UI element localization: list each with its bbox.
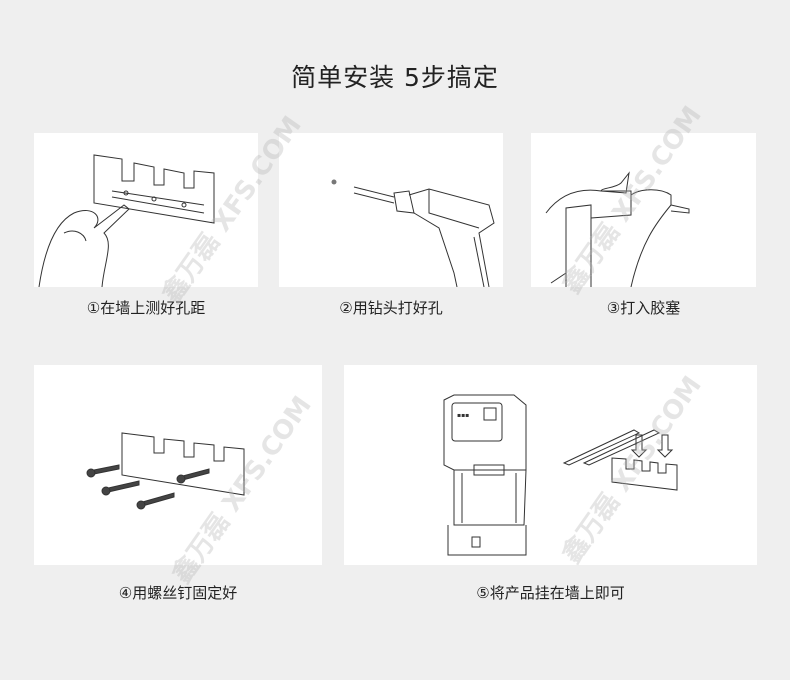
step-1-caption: ①在墙上测好孔距: [86, 299, 206, 317]
hang-product-icon: ▪▪▪: [443, 394, 678, 556]
insert-plug-icon: [545, 171, 690, 287]
step-2-image: [279, 133, 503, 287]
step-5-caption: ⑤将产品挂在墙上即可: [476, 584, 625, 602]
step-4-caption: ④用螺丝钉固定好: [118, 584, 238, 602]
step-4-image: [34, 365, 322, 565]
page-title: 简单安装 5步搞定: [291, 63, 499, 92]
screw-bracket-icon: [86, 432, 245, 510]
svg-text:▪▪▪: ▪▪▪: [457, 412, 469, 419]
drill-icon: [331, 179, 495, 287]
measure-holes-icon: [38, 154, 215, 287]
step-2-caption: ②用钻头打好孔: [339, 299, 443, 317]
step-1-image: [34, 133, 258, 287]
step-5-image: ▪▪▪: [344, 365, 757, 565]
step-3-caption: ③打入胶塞: [606, 299, 681, 317]
step-3-image: [531, 133, 756, 287]
